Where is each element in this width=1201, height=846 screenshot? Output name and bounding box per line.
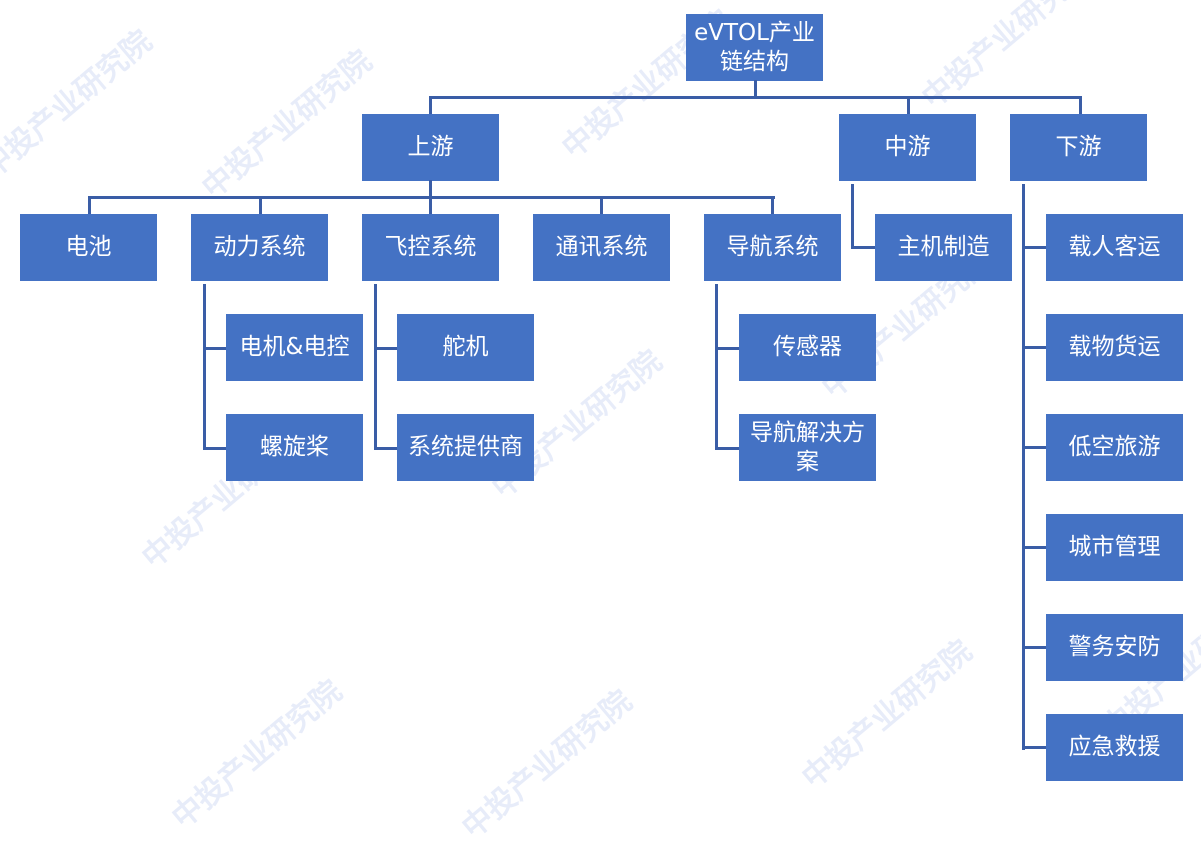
connector	[374, 284, 377, 450]
connector	[429, 96, 432, 114]
node-navigation: 导航系统	[704, 214, 841, 281]
connector	[429, 96, 1082, 99]
root-node: eVTOL产业链结构	[686, 14, 823, 81]
node-low-altitude-tourism: 低空旅游	[1046, 414, 1183, 481]
connector	[851, 246, 875, 249]
connector	[600, 196, 603, 214]
connector	[203, 284, 206, 450]
connector	[1022, 746, 1046, 749]
connector	[907, 96, 910, 114]
tier-upstream: 上游	[362, 114, 499, 181]
connector	[715, 447, 739, 450]
connector	[88, 196, 775, 199]
node-oem-manufacturing: 主机制造	[875, 214, 1012, 281]
node-motor-control: 电机&电控	[226, 314, 363, 381]
node-sensor: 传感器	[739, 314, 876, 381]
watermark: 中投产业研究院	[165, 673, 349, 836]
connector	[203, 447, 226, 450]
connector	[374, 347, 397, 350]
connector	[715, 284, 718, 450]
connector	[374, 447, 397, 450]
connector	[1022, 184, 1025, 750]
node-communication: 通讯系统	[533, 214, 670, 281]
node-passenger-transport: 载人客运	[1046, 214, 1183, 281]
tier-downstream: 下游	[1010, 114, 1147, 181]
connector	[88, 196, 91, 214]
node-police-security: 警务安防	[1046, 614, 1183, 681]
node-propeller: 螺旋桨	[226, 414, 363, 481]
node-servo: 舵机	[397, 314, 534, 381]
connector	[1022, 446, 1046, 449]
node-battery: 电池	[20, 214, 157, 281]
node-flight-control: 飞控系统	[362, 214, 499, 281]
node-urban-management: 城市管理	[1046, 514, 1183, 581]
node-power-system: 动力系统	[191, 214, 328, 281]
connector	[203, 347, 226, 350]
node-emergency-rescue: 应急救援	[1046, 714, 1183, 781]
node-system-provider: 系统提供商	[397, 414, 534, 481]
connector	[1022, 646, 1046, 649]
connector	[1022, 546, 1046, 549]
node-cargo-transport: 载物货运	[1046, 314, 1183, 381]
connector	[259, 196, 262, 214]
connector	[1079, 96, 1082, 114]
connector	[754, 80, 757, 97]
tier-midstream: 中游	[839, 114, 976, 181]
watermark: 中投产业研究院	[195, 43, 379, 206]
node-nav-solution: 导航解决方案	[739, 414, 876, 481]
watermark: 中投产业研究院	[795, 633, 979, 796]
connector	[1022, 246, 1046, 249]
connector	[851, 184, 854, 249]
connector	[1022, 346, 1046, 349]
connector	[715, 347, 739, 350]
connector	[771, 196, 774, 214]
watermark: 中投产业研究院	[0, 23, 159, 186]
watermark: 中投产业研究院	[455, 683, 639, 846]
